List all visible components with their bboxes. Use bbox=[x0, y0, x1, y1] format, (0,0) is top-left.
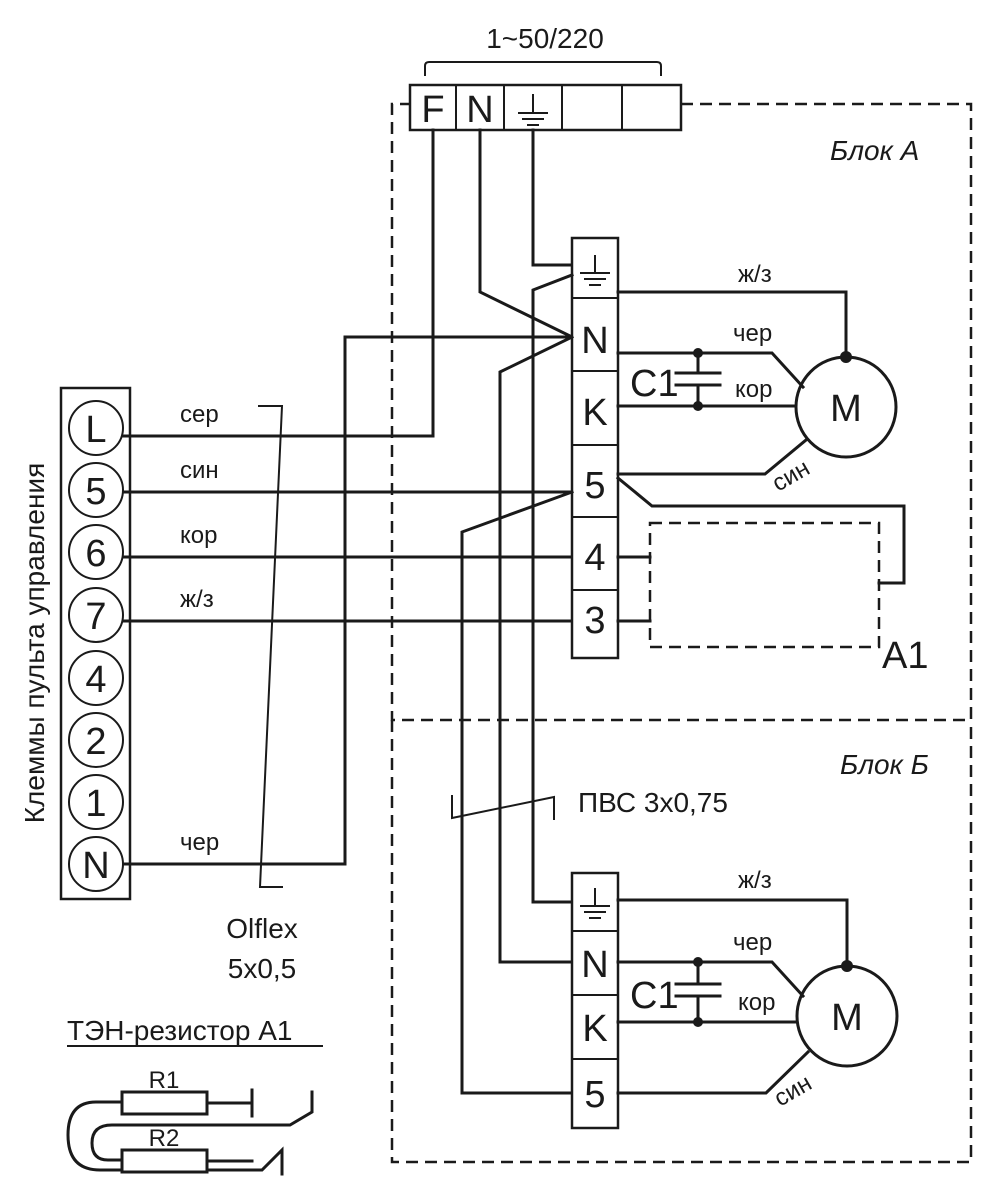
wire-a-motor-5 bbox=[616, 437, 809, 476]
wire-supply-ground bbox=[531, 128, 574, 267]
wire-a-label-brown: кор bbox=[735, 376, 772, 403]
svg-text:L: L bbox=[85, 409, 106, 451]
olflex-cable-marker bbox=[258, 405, 284, 888]
wire-a-motor-n bbox=[616, 351, 806, 390]
terminal-b-k: K bbox=[582, 1008, 607, 1050]
wire-label-grey: сер bbox=[180, 401, 219, 428]
heater-a1-label: A1 bbox=[882, 635, 928, 677]
controller-terminal-strip: L 5 6 7 4 2 1 N bbox=[59, 386, 132, 901]
svg-text:6: 6 bbox=[85, 533, 106, 575]
svg-text:7: 7 bbox=[85, 596, 106, 638]
heater-legend-schematic bbox=[66, 1088, 314, 1176]
resistor-r2 bbox=[120, 1148, 209, 1174]
controller-terminal-l: L bbox=[68, 400, 124, 456]
motor-a: M bbox=[794, 351, 898, 459]
controller-terminal-5: 5 bbox=[68, 462, 124, 518]
wire-supply-n bbox=[478, 128, 575, 340]
terminal-block-a: N K 5 4 3 bbox=[570, 236, 620, 660]
supply-terminal-n: N bbox=[466, 89, 493, 131]
pvs-cable-marker bbox=[451, 795, 555, 820]
terminal-a-4: 4 bbox=[584, 537, 605, 579]
pvs-cable-label: ПВС 3х0,75 bbox=[578, 787, 728, 818]
supply-brace bbox=[424, 61, 662, 76]
wire-a-label-black: чер bbox=[733, 320, 772, 347]
controller-terminal-7: 7 bbox=[68, 587, 124, 643]
svg-text:N: N bbox=[82, 845, 109, 887]
wire-5-to-b bbox=[460, 490, 574, 1095]
motor-b: M bbox=[795, 960, 899, 1068]
resistor-r1 bbox=[120, 1090, 209, 1116]
svg-text:5: 5 bbox=[85, 471, 106, 513]
block-b-enclosure bbox=[390, 720, 973, 1164]
controller-caption: Клеммы пульта управления bbox=[19, 463, 50, 824]
supply-terminal-f: F bbox=[421, 89, 444, 131]
wire-black-n bbox=[122, 335, 574, 866]
wire-a-label-yellowgreen: ж/з bbox=[738, 261, 772, 288]
wire-ground-to-b bbox=[531, 273, 574, 904]
capacitor-b-label: C1 bbox=[630, 975, 679, 1017]
wire-b-motor-5 bbox=[616, 1049, 811, 1095]
ground-icon bbox=[580, 888, 610, 919]
resistor-r2-label: R2 bbox=[149, 1125, 180, 1152]
wire-a-motor-ground bbox=[616, 290, 848, 359]
wire-grey-l bbox=[122, 128, 435, 438]
wire-b-label-yellowgreen: ж/з bbox=[738, 867, 772, 894]
wire-b-label-blue: син bbox=[770, 1069, 817, 1112]
terminal-a-n: N bbox=[581, 320, 608, 362]
block-b-label: Блок Б bbox=[840, 749, 929, 780]
capacitor-a-label: C1 bbox=[630, 363, 679, 405]
wire-b-label-black: чер bbox=[733, 929, 772, 956]
controller-terminal-1: 1 bbox=[68, 774, 124, 830]
ground-icon bbox=[580, 255, 610, 286]
capacitor-a bbox=[674, 348, 722, 411]
block-a-label: Блок А bbox=[830, 135, 919, 166]
svg-text:1: 1 bbox=[85, 783, 106, 825]
controller-terminal-6: 6 bbox=[68, 524, 124, 580]
ground-icon bbox=[518, 94, 548, 126]
olflex-cable-size: 5x0,5 bbox=[228, 953, 297, 984]
wire-a-label-blue: син bbox=[768, 454, 815, 497]
terminal-a-k: K bbox=[582, 392, 607, 434]
terminal-a-3: 3 bbox=[584, 600, 605, 642]
wire-b-motor-n bbox=[616, 960, 806, 999]
wire-b-motor-ground bbox=[616, 898, 849, 968]
svg-text:4: 4 bbox=[85, 659, 106, 701]
terminal-block-b: N K 5 bbox=[570, 871, 620, 1130]
supply-terminal-strip: F N bbox=[408, 83, 683, 132]
terminal-b-n: N bbox=[581, 944, 608, 986]
supply-label: 1~50/220 bbox=[486, 23, 604, 54]
wire-label-black: чер bbox=[180, 829, 219, 856]
terminal-b-5: 5 bbox=[584, 1074, 605, 1116]
resistor-r1-label: R1 bbox=[149, 1067, 180, 1094]
motor-a-label: M bbox=[830, 388, 862, 430]
motor-b-label: M bbox=[831, 997, 863, 1039]
wire-n-to-b bbox=[498, 334, 575, 964]
wire-b-label-brown: кор bbox=[738, 989, 775, 1016]
heater-legend-title: ТЭН-резистор А1 bbox=[67, 1015, 292, 1046]
heater-a1: A1 bbox=[615, 475, 928, 677]
terminal-a-5: 5 bbox=[584, 465, 605, 507]
controller-terminal-4: 4 bbox=[68, 650, 124, 706]
wire-label-blue: син bbox=[180, 457, 219, 484]
wire-label-yellowgreen: ж/з bbox=[180, 586, 214, 613]
svg-text:2: 2 bbox=[85, 721, 106, 763]
controller-terminal-2: 2 bbox=[68, 712, 124, 768]
wire-label-brown: кор bbox=[180, 522, 217, 549]
capacitor-b bbox=[674, 957, 722, 1027]
olflex-cable-name: Olflex bbox=[226, 913, 298, 944]
